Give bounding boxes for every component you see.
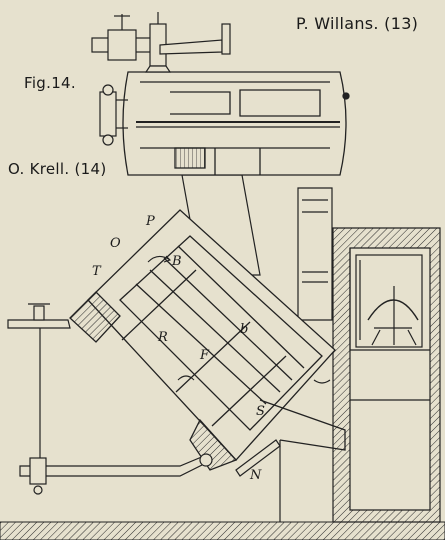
part-letter-b-lower: b (240, 322, 249, 337)
ground (0, 521, 445, 540)
part-letter-r: R (158, 330, 168, 345)
furnace-wall (332, 227, 441, 523)
steam-fittings (91, 12, 231, 146)
flow-arrows (147, 255, 331, 384)
part-letter-f: F (200, 348, 210, 363)
part-letter-t: T (92, 264, 101, 279)
part-letter-o: O (110, 236, 121, 251)
part-letter-p: P (146, 214, 155, 229)
figure-label: Fig.14. (24, 74, 76, 92)
credit-top: P. Willans. (13) (296, 14, 419, 33)
credit-left: O. Krell. (14) (8, 160, 107, 178)
part-letter-b-upper: B (172, 254, 182, 269)
part-letter-n: N (250, 468, 262, 483)
part-letter-s: S (256, 404, 265, 419)
uptake (297, 187, 333, 321)
upper-drum (122, 71, 350, 176)
inclined-boiler (69, 209, 346, 471)
feed-pipe (7, 303, 281, 522)
